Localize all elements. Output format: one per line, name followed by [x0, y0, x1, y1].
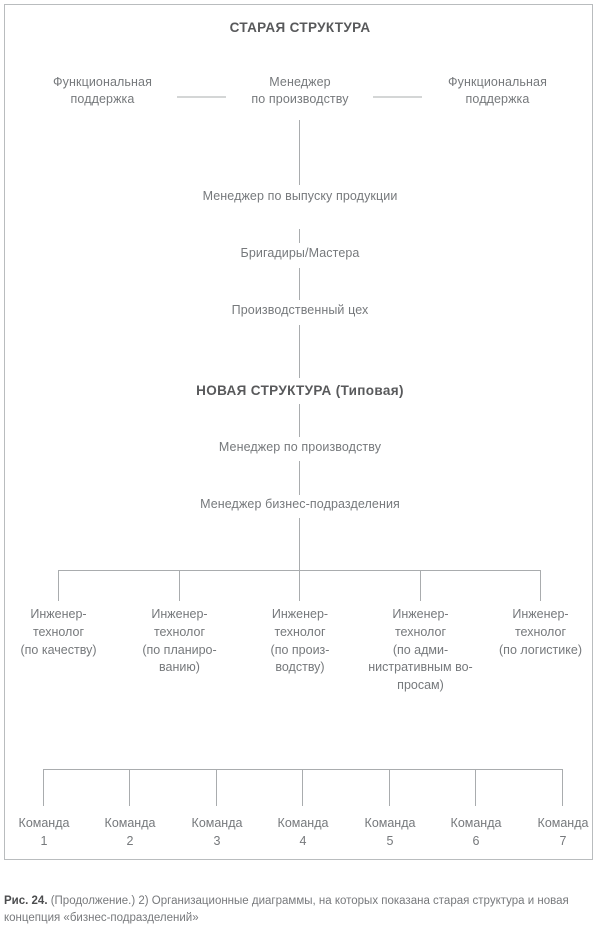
- node-engineer-administrative: Инженер- технолог (по адми- нистративным…: [368, 607, 473, 692]
- node-production-manager-old: Менеджер по производству: [251, 75, 349, 107]
- figure-caption: Рис. 24. (Продолжение.) 2) Организационн…: [4, 893, 594, 928]
- node-engineer-quality: Инженер- технолог (по качеству): [20, 607, 97, 657]
- node-right-functional-support: Функциональная поддержка: [448, 75, 547, 107]
- figure-frame: [4, 4, 593, 860]
- node-production-manager-new: Менеджер по производству: [218, 440, 382, 454]
- old-structure-title: СТАРАЯ СТРУКТУРА: [229, 20, 371, 35]
- node-business-unit-manager: Менеджер бизнес-подразделения: [200, 497, 400, 511]
- node-engineer-production: Инженер- технолог (по произ- водству): [270, 607, 330, 675]
- figure-caption-label: Рис. 24.: [4, 895, 48, 907]
- node-team-6: Команда 6: [450, 816, 502, 849]
- node-left-functional-support: Функциональная поддержка: [53, 75, 152, 107]
- node-team-4: Команда 4: [277, 816, 329, 849]
- new-structure-title: НОВАЯ СТРУКТУРА (Типовая): [196, 383, 404, 398]
- node-team-7: Команда 7: [537, 816, 589, 849]
- node-team-5: Команда 5: [364, 816, 416, 849]
- node-engineer-planning: Инженер- технолог (по планиро- ванию): [142, 607, 217, 675]
- node-team-2: Команда 2: [104, 816, 156, 849]
- node-production-shop: Производственный цех: [231, 303, 369, 317]
- connector-lines: [42, 96, 564, 806]
- node-output-manager: Менеджер по выпуску продукции: [202, 189, 398, 203]
- figure-caption-text: (Продолжение.) 2) Организационные диагра…: [4, 895, 569, 925]
- node-foremen-masters: Бригадиры/Мастера: [240, 246, 360, 260]
- node-engineer-logistics: Инженер- технолог (по логистике): [499, 607, 582, 657]
- node-team-3: Команда 3: [191, 816, 243, 849]
- node-team-1: Команда 1: [18, 816, 70, 849]
